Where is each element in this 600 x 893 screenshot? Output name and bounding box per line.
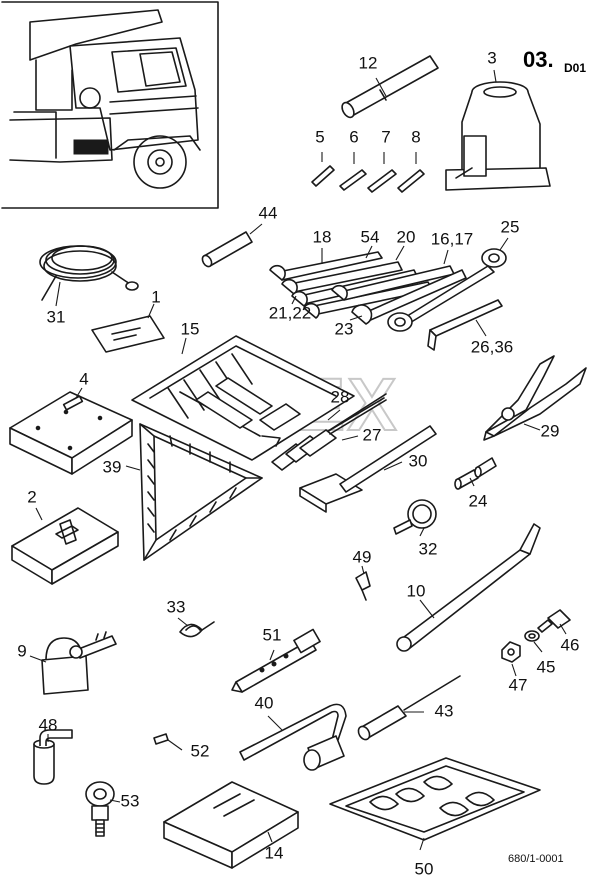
part-9-padlock (29, 631, 117, 695)
callout-16-17: 16,17 (431, 229, 474, 248)
part-40-extension-bar (239, 703, 347, 771)
callout-29: 29 (541, 421, 560, 440)
callout-28: 28 (331, 387, 350, 406)
callout-9: 9 (17, 641, 26, 660)
part-39-warning-triangle (125, 423, 263, 561)
callout-45: 45 (537, 657, 556, 676)
part-33-spring-clip (177, 617, 215, 638)
part-31-coiled-hose (39, 245, 139, 307)
part-12-jack-handle (341, 55, 439, 119)
part-44-drift (201, 223, 263, 268)
part-wrench-set (269, 245, 467, 325)
callout-50: 50 (415, 859, 434, 878)
callout-18: 18 (313, 227, 332, 246)
part-50-tool-tray (329, 757, 541, 851)
callout-51: 51 (263, 625, 282, 644)
diagram-code: 03. (523, 47, 554, 72)
callout-54: 54 (361, 227, 380, 246)
part-25-ring-spanner (387, 237, 509, 332)
callout-32: 32 (419, 539, 438, 558)
callout-26-36: 26,36 (471, 337, 514, 356)
callout-24: 24 (469, 491, 488, 510)
truck-inset (1, 1, 219, 209)
part-14-manual (163, 781, 299, 869)
callout-5: 5 (315, 127, 324, 146)
callout-2: 2 (27, 487, 36, 506)
part-48-fitting (33, 729, 73, 785)
part-49-clip (355, 565, 371, 601)
part-24-fuses (454, 457, 497, 490)
callout-10: 10 (407, 581, 426, 600)
callout-labels: 1 2 3 4 5 6 7 8 9 10 12 14 15 16,17 18 2… (17, 48, 579, 878)
part-4-case (9, 387, 133, 475)
callout-25: 25 (501, 217, 520, 236)
part-53-eye-bolt (85, 781, 121, 837)
callout-39: 39 (103, 457, 122, 476)
part-10-tyre-lever (396, 523, 541, 652)
part-2-first-aid-kit (11, 507, 119, 585)
part-43-screwdriver (357, 675, 461, 741)
drawing-reference: 680/1-0001 (508, 853, 564, 865)
callout-15: 15 (181, 319, 200, 338)
callout-53: 53 (121, 791, 140, 810)
part-1-instruction-sheet (91, 303, 165, 353)
part-3-bottle-jack (445, 69, 551, 191)
callout-1: 1 (151, 287, 160, 306)
diagram-code-suffix: D01 (564, 61, 586, 75)
callout-43: 43 (435, 701, 454, 720)
part-51-strap (231, 628, 321, 693)
callout-12: 12 (359, 53, 378, 72)
callout-40: 40 (255, 693, 274, 712)
callout-21-22: 21,22 (269, 303, 312, 322)
part-45-47-fasteners (501, 609, 571, 677)
callout-23: 23 (335, 319, 354, 338)
part-5-8-pins (311, 152, 425, 193)
callout-8: 8 (411, 127, 420, 146)
part-29-pliers (483, 355, 587, 441)
callout-3: 3 (487, 48, 496, 67)
part-27-28-screwdrivers (271, 393, 387, 471)
callout-14: 14 (265, 843, 284, 862)
part-26-36-hex-key (427, 299, 503, 351)
callout-48: 48 (39, 715, 58, 734)
callout-27: 27 (363, 425, 382, 444)
part-15-tool-roll (131, 335, 355, 461)
part-52-pin (153, 733, 183, 751)
callout-7: 7 (381, 127, 390, 146)
callout-46: 46 (561, 635, 580, 654)
callout-33: 33 (167, 597, 186, 616)
callout-49: 49 (353, 547, 372, 566)
callout-31: 31 (47, 307, 66, 326)
part-30-hammer (299, 425, 437, 513)
callout-52: 52 (191, 741, 210, 760)
callout-4: 4 (79, 369, 88, 388)
callout-30: 30 (409, 451, 428, 470)
callout-47: 47 (509, 675, 528, 694)
callout-6: 6 (349, 127, 358, 146)
part-32-pressure-gauge (393, 499, 437, 537)
callout-20: 20 (397, 227, 416, 246)
callout-44: 44 (259, 203, 278, 222)
